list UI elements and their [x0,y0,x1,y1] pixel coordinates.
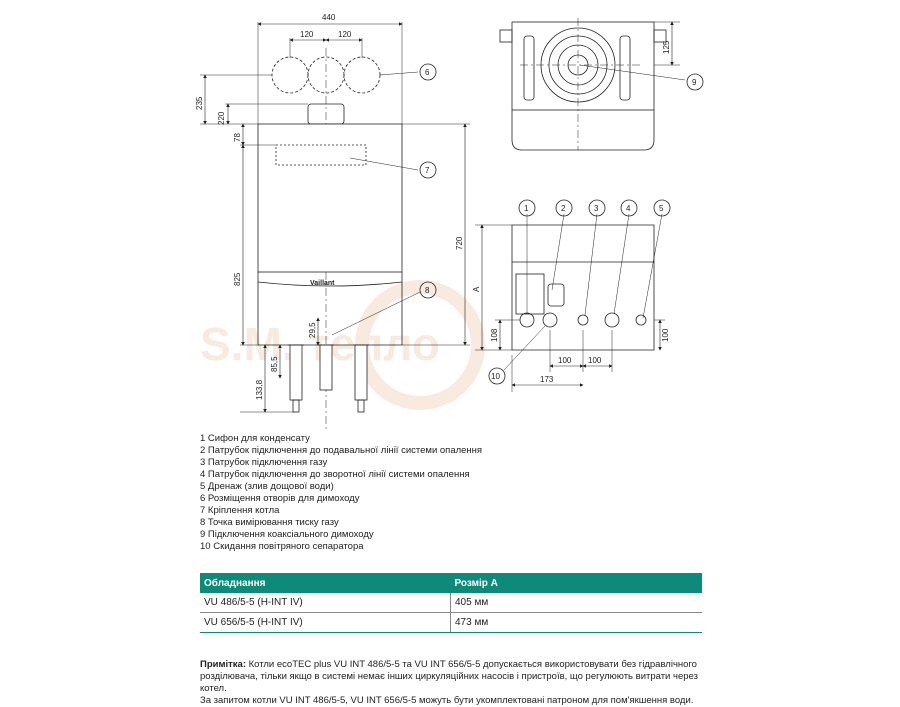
dim-235: 235 [195,96,204,110]
bottom-view [475,199,671,392]
legend-item: 10 Скидання повітряного сепаратора [200,541,364,552]
note-line-2: розділювача, тільки якщо в системі немає… [200,671,698,694]
flue-hole-left [271,56,309,94]
legend-item: 6 Розміщення отворів для димоходу [200,493,360,504]
callout-10: 10 [491,372,500,381]
dim-825: 825 [233,272,242,286]
dim-108: 108 [490,328,499,342]
callout-4: 4 [626,204,631,213]
dim-85-5: 85,5 [270,356,279,372]
note-line-3: За запитом котли VU INT 486/5-5, VU INT … [200,695,694,706]
callout-5: 5 [659,204,664,213]
note-label: Примітка: [200,659,246,670]
dim-173: 173 [540,375,554,384]
front-view-labels: 440 120 120 235 220 78 720 825 29,5 85,5… [195,13,464,400]
column-header-size: Розмір A [450,573,702,593]
legend-item: 9 Підключення коаксіального димоходу [200,529,374,540]
note-line-1: Котли ecoTEC plus VU INT 486/5-5 та VU I… [246,659,697,670]
bottom-view-labels: A 108 100 100 173 100 1 2 3 4 5 10 [472,204,670,384]
callout-8: 8 [425,286,430,295]
legend-item: 5 Дренаж (злив дощової води) [200,481,334,492]
flue-hole-right [343,56,381,94]
dim-29-5: 29,5 [308,322,317,338]
cell-model: VU 486/5-5 (H-INT IV) [200,593,451,613]
top-view-labels: 125 9 [662,40,697,87]
dim-720: 720 [455,236,464,250]
dim-120-a: 120 [300,30,314,39]
brand-logo: Vaillant [310,280,335,287]
table-header: Обладнання Розмір A [200,573,702,593]
column-header-equipment: Обладнання [200,573,451,593]
dim-100-a: 100 [558,356,572,365]
legend-item: 3 Патрубок підключення газу [200,457,328,468]
legend-item: 1 Сифон для конденсату [200,433,310,444]
dimension-table: Обладнання Розмір A VU 486/5-5 (H-INT IV… [200,573,702,633]
dim-100-b: 100 [588,356,602,365]
callout-6: 6 [425,68,430,77]
front-view: Vaillant [200,22,470,430]
callout-2: 2 [561,204,566,213]
cell-model: VU 656/5-5 (H-INT IV) [200,612,451,633]
dim-133-8: 133,8 [255,379,264,400]
legend-item: 8 Точка вимірювання тиску газу [200,517,339,528]
legend-item: 7 Кріплення котла [200,505,280,516]
table-row: VU 486/5-5 (H-INT IV) 405 мм [200,593,702,613]
legend-list: 1 Сифон для конденсату 2 Патрубок підклю… [200,433,482,553]
dim-220: 220 [217,111,226,125]
callout-1: 1 [524,204,529,213]
callout-9: 9 [692,78,697,87]
technical-drawing: S.M. тепло Vaillant [195,13,704,430]
table-row: VU 656/5-5 (H-INT IV) 473 мм [200,612,702,633]
legend-item: 4 Патрубок підключення до зворотної ліні… [200,469,470,480]
legend-item: 2 Патрубок підключення до подавальної лі… [200,445,483,456]
top-view [499,18,704,151]
dim-120-b: 120 [338,30,352,39]
cell-size: 473 мм [450,612,702,633]
dim-78: 78 [233,133,242,142]
dim-440: 440 [322,13,336,22]
callout-3: 3 [594,204,599,213]
dim-100-c: 100 [661,328,670,342]
dim-a: A [472,286,481,292]
callout-7: 7 [425,166,430,175]
dim-125: 125 [662,40,671,54]
cell-size: 405 мм [450,593,702,613]
